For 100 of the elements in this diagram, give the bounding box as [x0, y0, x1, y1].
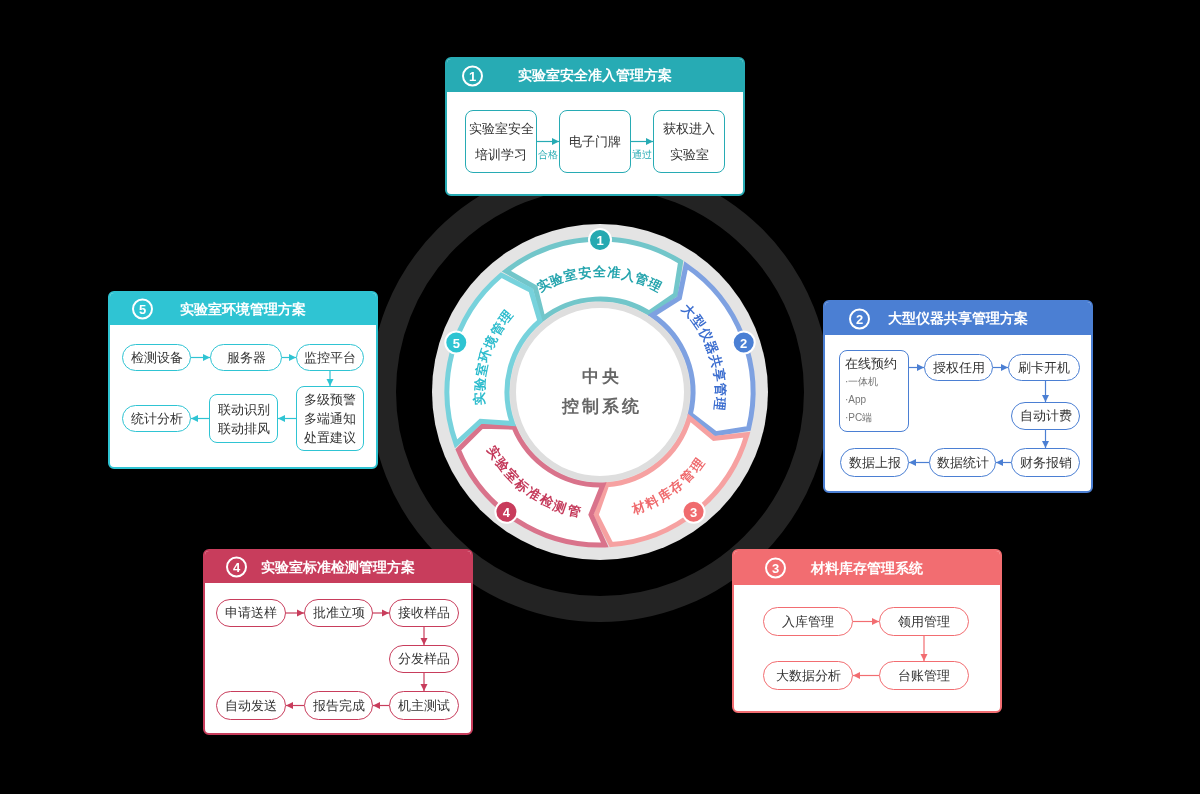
arrow	[372, 702, 390, 709]
step-pill	[122, 405, 191, 432]
step-pill	[216, 599, 286, 627]
step-box	[559, 110, 631, 173]
step-pill	[304, 691, 373, 720]
step-label: 数据上报	[848, 453, 901, 472]
arrow	[420, 672, 428, 692]
arrow	[372, 609, 390, 617]
step-label: 联动识别	[217, 400, 270, 419]
step-pill	[929, 448, 996, 477]
step-label: 处置建议	[304, 429, 356, 447]
step-label: 批准立项	[312, 604, 365, 622]
step-pill	[304, 599, 373, 627]
segment-label: 大型仪器共享管理	[679, 300, 729, 413]
arrow	[420, 626, 428, 646]
arrow	[281, 354, 297, 361]
arrow	[908, 459, 930, 466]
arrow	[285, 702, 305, 709]
number-badge: 3	[765, 557, 786, 579]
step-label: 检测设备	[130, 348, 183, 367]
option-item: ·App	[845, 393, 867, 407]
step-pill	[1011, 448, 1080, 477]
arrow	[852, 618, 880, 625]
step-pill	[924, 354, 993, 381]
step-box	[839, 350, 909, 432]
panel-card	[732, 549, 1002, 713]
step-pill	[389, 599, 459, 627]
panel-title: 材料库存管理系统	[811, 558, 923, 578]
step-pill	[296, 344, 364, 371]
step-label: 电子门牌	[569, 132, 621, 151]
step-pill	[840, 448, 909, 477]
panel-title: 实验室环境管理方案	[180, 299, 306, 319]
arrow	[536, 138, 560, 145]
number-badge: 5	[132, 298, 153, 320]
panel-card	[203, 549, 473, 735]
arrow	[1042, 429, 1049, 449]
arrow	[326, 370, 334, 387]
panel-title: 实验室标准检测管理方案	[261, 557, 415, 577]
arrow	[992, 364, 1009, 371]
step-box	[653, 110, 725, 173]
step-label: 多级预警	[304, 391, 356, 409]
step-label: 多端通知	[304, 410, 356, 428]
step-label: 服务器	[226, 348, 266, 367]
step-label: 刷卡开机	[1018, 358, 1070, 377]
step-pill	[216, 691, 286, 720]
panel-card	[108, 291, 378, 469]
step-pill	[1011, 402, 1080, 430]
step-label: 机主测试	[398, 696, 450, 715]
step-label: 分发样品	[398, 650, 450, 668]
arrow	[277, 415, 297, 422]
step-box	[296, 386, 364, 451]
step-pill	[122, 344, 191, 371]
step-label: 在线预约	[845, 355, 897, 373]
arrow	[190, 354, 211, 361]
panel-title: 实验室安全准入管理方案	[518, 66, 672, 85]
step-label: 联动排风	[217, 419, 270, 438]
number-badge: 1	[462, 65, 483, 86]
step-label: 接收样品	[398, 604, 450, 622]
step-pill	[763, 661, 853, 690]
step-label: 统计分析	[130, 409, 183, 428]
step-label: 授权任用	[932, 358, 985, 377]
arrow	[920, 635, 928, 662]
step-box	[465, 110, 537, 173]
center-label: 控制系统	[560, 396, 642, 418]
step-pill	[389, 645, 459, 673]
arrow	[630, 138, 654, 145]
center-label: 中央	[580, 366, 622, 388]
step-box	[209, 394, 278, 443]
step-label: 实验室安全培训学习	[467, 119, 535, 164]
step-label: 监控平台	[304, 348, 356, 367]
number-badge: 2	[849, 308, 870, 329]
step-label: 财务报销	[1019, 453, 1072, 472]
step-pill	[879, 661, 969, 690]
step-label: 获权进入实验室	[662, 119, 716, 164]
option-item: ·一体机	[845, 375, 879, 389]
panel-title: 大型仪器共享管理方案	[888, 309, 1028, 328]
arrow	[190, 415, 210, 422]
step-label: 自动计费	[1019, 407, 1072, 425]
step-pill	[389, 691, 459, 720]
step-label: 台账管理	[898, 666, 950, 685]
step-label: 入库管理	[782, 612, 834, 631]
step-pill	[210, 344, 282, 371]
panel-card	[823, 300, 1093, 493]
step-pill	[763, 607, 853, 636]
arrow	[995, 459, 1012, 466]
segment-label: 实验室环境管理	[471, 306, 516, 406]
segment-label: 实验室安全准入管理	[534, 263, 666, 295]
step-label: 自动发送	[225, 696, 277, 715]
number-badge: 4	[226, 556, 247, 578]
option-item: ·PC端	[845, 411, 873, 425]
step-pill	[1008, 354, 1080, 381]
arrow	[908, 364, 925, 371]
step-label: 数据统计	[936, 453, 989, 472]
arrow	[1042, 380, 1049, 403]
arrow	[285, 609, 305, 617]
step-label: 大数据分析	[775, 666, 841, 685]
step-pill	[879, 607, 969, 636]
step-label: 申请送样	[225, 604, 277, 622]
step-label: 领用管理	[898, 612, 950, 631]
panel-card	[445, 57, 745, 196]
